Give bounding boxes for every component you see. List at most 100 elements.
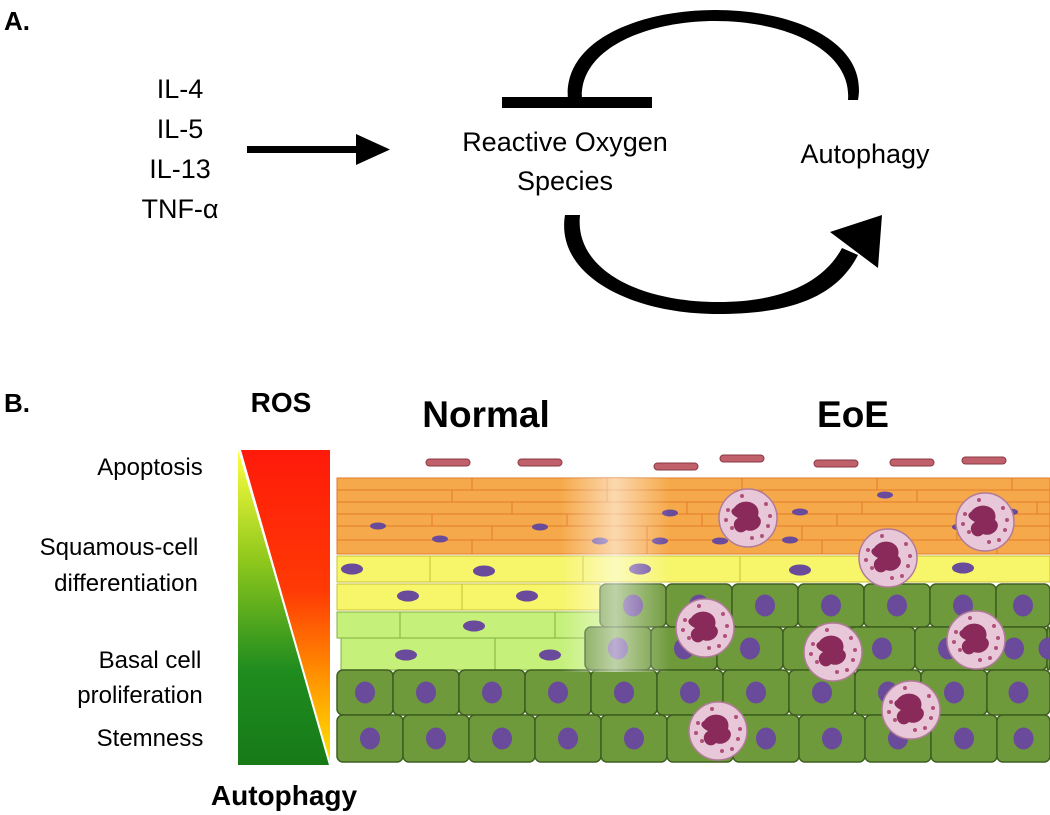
cell-nucleus [426, 727, 446, 750]
eosinophil [688, 701, 748, 761]
surface-microbe [653, 462, 699, 471]
surface-microbe [889, 458, 935, 467]
basal-cell-light [340, 637, 496, 671]
eosinophil-granule [723, 634, 727, 638]
eosinophil-granule [904, 542, 908, 546]
cell-nucleus [492, 727, 512, 750]
eosinophil-granule [825, 628, 829, 632]
eosinophil-granule [967, 530, 971, 534]
eosinophil-granule [681, 628, 685, 632]
level-stemness: Stemness [97, 725, 204, 752]
eosinophil-granule [931, 706, 935, 710]
eosinophil-granule [750, 536, 754, 540]
eosinophil [881, 680, 941, 740]
eosinophil [946, 610, 1006, 670]
cell-nucleus [792, 508, 808, 516]
eosinophil-nucleus [871, 541, 901, 573]
squamous-cell [741, 477, 878, 491]
activation-arc [564, 215, 882, 314]
squamous-cell [876, 477, 1013, 491]
cell-nucleus [953, 594, 973, 617]
cell-nucleus [370, 522, 386, 530]
eosinophil-granule [696, 721, 700, 725]
eosinophil-nucleus [816, 635, 846, 667]
cell-nucleus [624, 727, 644, 750]
eosinophil-granule [987, 540, 991, 544]
epithelium-tissue [336, 454, 1050, 763]
eosinophil-granule [880, 534, 884, 538]
eosinophil-nucleus [688, 611, 718, 643]
eosinophil-granule [815, 660, 819, 664]
cell-nucleus [539, 649, 561, 661]
normal-title: Normal [422, 394, 549, 435]
surface-microbe [719, 454, 765, 463]
cell-nucleus [822, 727, 842, 750]
level-squamous-line1: Squamous-cell [40, 534, 199, 561]
eosinophil-granule [851, 658, 855, 662]
cell-nucleus [473, 565, 495, 577]
eosinophil-granule [687, 636, 691, 640]
eosinophil-nucleus [701, 714, 731, 746]
cell-nucleus [954, 727, 974, 750]
eosinophil-granule [768, 514, 772, 518]
eosinophil-granule [853, 648, 857, 652]
eosinophil-granule [726, 508, 730, 512]
panel-a-label: A. [4, 6, 30, 36]
cell-nucleus [877, 491, 893, 499]
basal-cell-light [336, 611, 401, 639]
eosinophil-granule [845, 668, 849, 672]
eosinophil-granule [908, 554, 912, 558]
eosinophil-nucleus [959, 623, 989, 655]
squamous-cell [836, 513, 973, 527]
eosinophil-granule [952, 640, 956, 644]
eoe-title: EoE [817, 394, 889, 435]
eosinophil-granule [893, 718, 897, 722]
cell-nucleus [532, 523, 548, 531]
squamous-cell [1011, 477, 1050, 491]
cell-nucleus [360, 727, 380, 750]
eosinophil-granule [870, 566, 874, 570]
eosinophil-granule [923, 726, 927, 730]
cell-nucleus [548, 681, 568, 704]
eosinophil-granule [707, 646, 711, 650]
eosinophil-granule [710, 707, 714, 711]
cell-nucleus [614, 681, 634, 704]
cell-nucleus [944, 681, 964, 704]
cytokine-il5: IL-5 [157, 114, 204, 144]
eosinophil-granule [734, 715, 738, 719]
level-basal-line2: proliferation [77, 682, 202, 709]
eosinophil-granule [977, 498, 981, 502]
eosinophil-nucleus [968, 505, 998, 537]
squamous-cell [336, 539, 473, 555]
cell-nucleus [432, 535, 448, 543]
eosinophil-granule [809, 652, 813, 656]
eosinophil-granule [961, 522, 965, 526]
eosinophil-granule [835, 670, 839, 674]
cell-nucleus [1004, 637, 1024, 660]
cytokine-il13: IL-13 [149, 154, 211, 184]
eosinophil-granule [866, 548, 870, 552]
eosinophil-granule [694, 731, 698, 735]
eosinophil-granule [766, 524, 770, 528]
eosinophil-granule [725, 624, 729, 628]
cell-nucleus [746, 681, 766, 704]
cytokine-il4: IL-4 [157, 74, 204, 104]
gradient-divider [239, 449, 331, 766]
eosinophil-nucleus [894, 693, 924, 725]
eosinophil-granule [700, 739, 704, 743]
cytokine-tnf: TNF-α [141, 194, 218, 224]
cell-nucleus [482, 681, 502, 704]
cell-nucleus [397, 590, 419, 602]
eosinophil-granule [736, 737, 740, 741]
eosinophil [718, 488, 778, 548]
eosinophil-granule [890, 576, 894, 580]
eosinophil [955, 492, 1015, 552]
eosinophil-granule [738, 727, 742, 731]
eosinophil-granule [683, 618, 687, 622]
eosinophil-granule [978, 658, 982, 662]
eosinophil-granule [997, 538, 1001, 542]
surface-microbe [425, 458, 471, 467]
cell-nucleus [872, 637, 892, 660]
eosinophil-granule [994, 646, 998, 650]
